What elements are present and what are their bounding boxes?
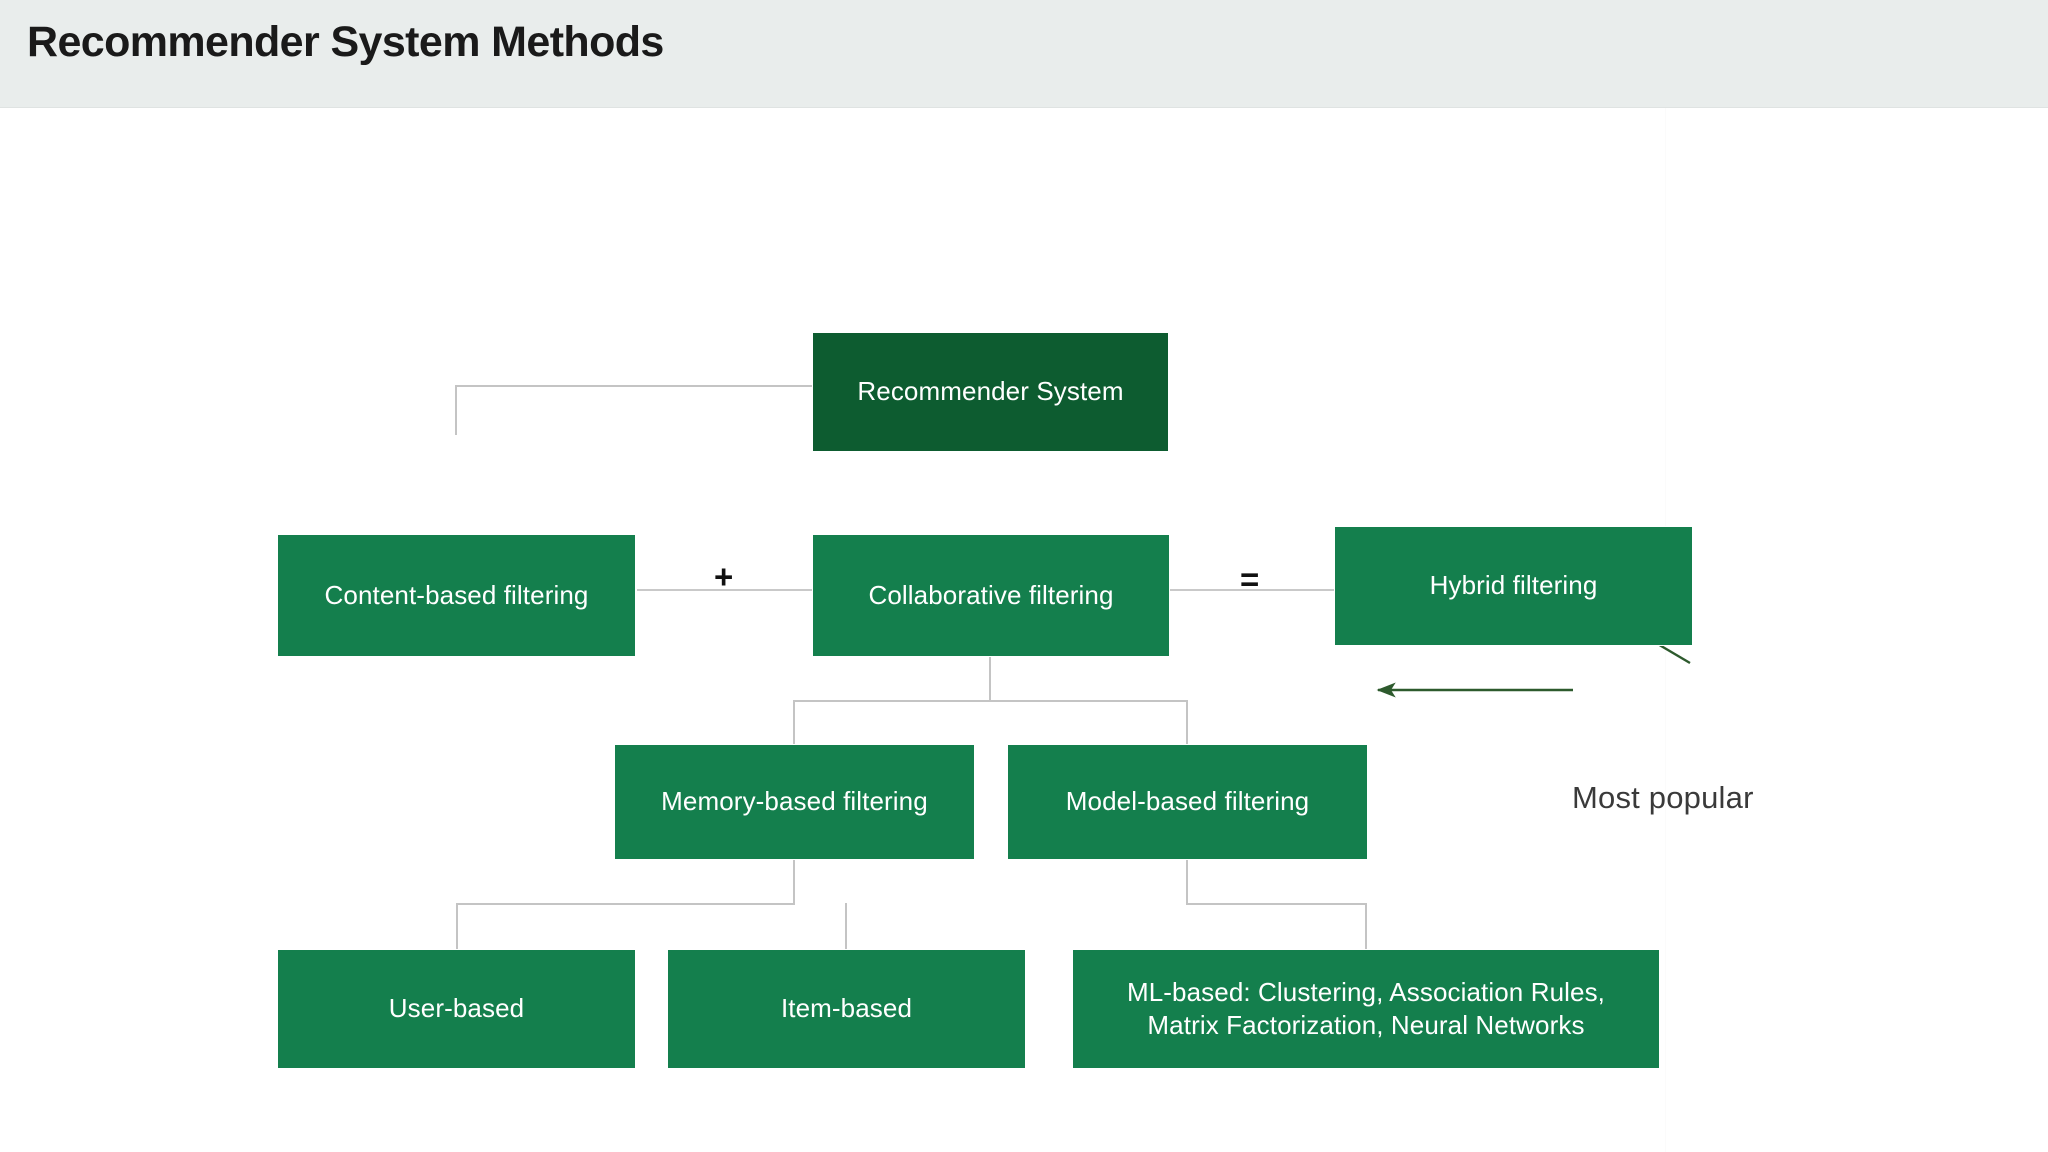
node-content-based-filtering[interactable]: Content-based filtering	[277, 534, 636, 657]
header-bar: Recommender System Methods	[0, 0, 2048, 108]
connector-to-memory	[793, 700, 795, 746]
connector-model-down	[1186, 858, 1188, 904]
connector-collab-span	[793, 700, 1188, 702]
operator-equals: =	[1240, 561, 1260, 598]
connector-collab-down	[989, 655, 991, 701]
connector-collab-to-hybrid	[1170, 589, 1335, 591]
connector-to-user	[456, 903, 458, 951]
node-ml-based-line2: Matrix Factorization, Neural Networks	[1147, 1010, 1585, 1040]
node-hybrid-filtering[interactable]: Hybrid filtering	[1334, 526, 1693, 646]
node-ml-based[interactable]: ML-based: Clustering, Association Rules,…	[1072, 949, 1660, 1069]
connector-to-content	[455, 385, 457, 435]
connector-model-span	[1186, 903, 1367, 905]
node-memory-based-filtering[interactable]: Memory-based filtering	[614, 744, 975, 860]
node-ml-based-line1: ML-based: Clustering, Association Rules,	[1126, 976, 1605, 1007]
connector-to-model	[1186, 700, 1188, 746]
connector-to-item	[845, 903, 847, 951]
connector-content-to-collab	[637, 589, 813, 591]
node-item-based[interactable]: Item-based	[667, 949, 1026, 1069]
annotation-label: Most popular	[1572, 780, 1754, 815]
node-user-based[interactable]: User-based	[277, 949, 636, 1069]
connector-memory-down	[793, 858, 795, 904]
connector-root-span	[455, 385, 991, 387]
connector-memory-span	[456, 903, 795, 905]
node-recommender-system[interactable]: Recommender System	[812, 332, 1169, 452]
connector-to-ml	[1365, 903, 1367, 951]
operator-plus: +	[714, 558, 734, 595]
page-title: Recommender System Methods	[27, 18, 664, 66]
diagram-canvas: + = Recommender System Content-based fil…	[0, 108, 2048, 1152]
node-collaborative-filtering[interactable]: Collaborative filtering	[812, 534, 1170, 657]
node-model-based-filtering[interactable]: Model-based filtering	[1007, 744, 1368, 860]
